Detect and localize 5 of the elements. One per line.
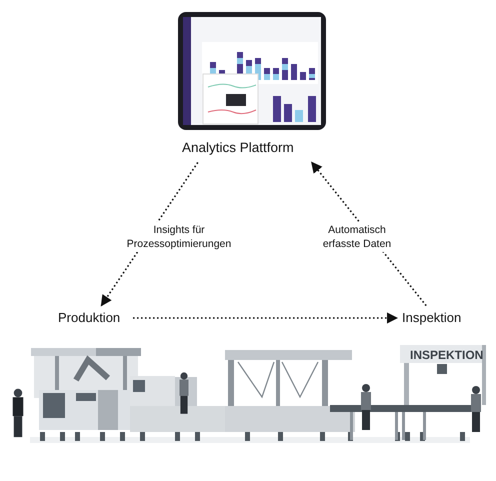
arrow [133, 312, 398, 324]
node-label: Produktion [58, 310, 120, 325]
sign-label: INSPEKTION [410, 348, 484, 362]
node-label: Analytics Plattform [182, 140, 294, 155]
node-label: Inspektion [402, 310, 462, 325]
